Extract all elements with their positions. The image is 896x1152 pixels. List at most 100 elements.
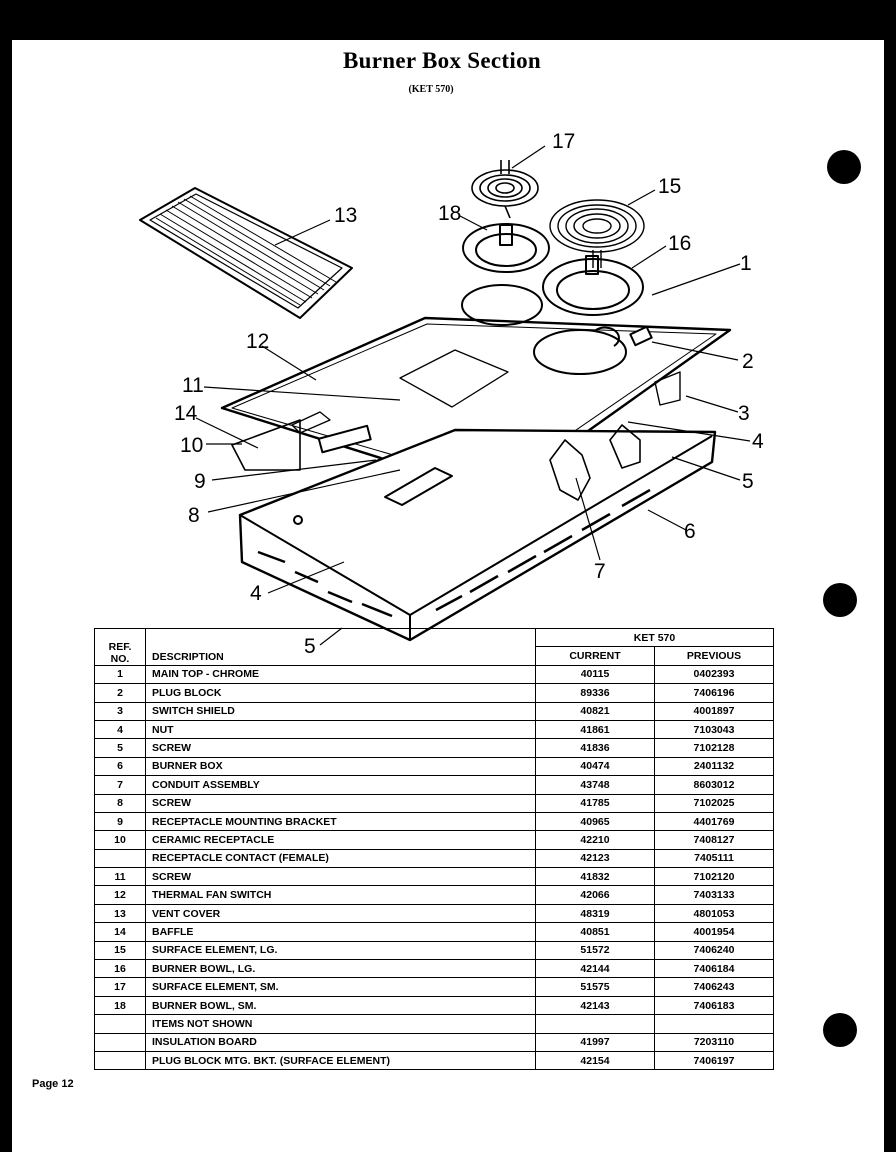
ref-cell (94, 1032, 146, 1052)
current-part-cell: 42210 (535, 830, 655, 850)
description-cell: PLUG BLOCK (145, 683, 536, 703)
description-cell: RECEPTACLE MOUNTING BRACKET (145, 811, 536, 832)
previous-part-cell: 4401769 (654, 811, 774, 832)
previous-part-cell: 4001954 (654, 922, 774, 942)
previous-part-cell (654, 1014, 774, 1034)
header-description: DESCRIPTION (145, 628, 536, 666)
callout-2: 2 (742, 350, 754, 373)
ref-cell: 1 (94, 664, 146, 685)
ref-cell: 9 (94, 811, 146, 832)
header-current: CURRENT (535, 646, 655, 666)
ref-cell: 17 (94, 977, 146, 997)
ref-cell: 18 (94, 995, 146, 1016)
exploded-parts-diagram: 17 15 13 18 16 1 12 2 11 3 14 4 10 5 9 8… (139, 130, 764, 658)
header-previous: PREVIOUS (654, 646, 774, 666)
table-row: ITEMS NOT SHOWN (94, 1014, 774, 1034)
current-part-cell: 40965 (535, 811, 655, 832)
previous-part-cell: 7203110 (654, 1032, 774, 1052)
callout-8: 8 (188, 504, 200, 527)
callout-9: 9 (194, 470, 206, 493)
description-cell: BURNER BOX (145, 756, 536, 777)
description-cell: SCREW (145, 793, 536, 813)
previous-part-cell: 2401132 (654, 756, 774, 777)
callout-7: 7 (594, 560, 606, 583)
callout-16: 16 (668, 232, 691, 255)
callout-12: 12 (246, 330, 269, 353)
callout-11: 11 (182, 374, 204, 397)
description-cell: PLUG BLOCK MTG. BKT. (SURFACE ELEMENT) (145, 1050, 536, 1071)
ref-cell: 7 (94, 775, 146, 795)
description-cell: BURNER BOWL, SM. (145, 995, 536, 1016)
burner-bowl-small-drawing (462, 223, 550, 273)
description-cell: SURFACE ELEMENT, LG. (145, 940, 536, 961)
description-cell: SCREW (145, 867, 536, 887)
ref-cell: 10 (94, 830, 146, 850)
description-cell: INSULATION BOARD (145, 1032, 536, 1052)
ref-cell: 8 (94, 793, 146, 813)
binder-hole-bottom (823, 1013, 857, 1047)
current-part-cell: 40851 (535, 922, 655, 942)
previous-part-cell: 7406197 (654, 1050, 774, 1071)
callout-5: 5 (742, 470, 754, 493)
page-number: Page 12 (32, 1078, 74, 1090)
callout-1: 1 (740, 252, 752, 275)
parts-table: REF.NO. DESCRIPTION KET 570 CURRENT PREV… (94, 627, 774, 1071)
callout-18: 18 (438, 202, 461, 225)
current-part-cell: 42143 (535, 995, 655, 1016)
description-cell: NUT (145, 719, 536, 740)
ref-cell: 16 (94, 959, 146, 979)
description-cell: BAFFLE (145, 922, 536, 942)
ref-cell: 13 (94, 903, 146, 924)
previous-part-cell: 7102120 (654, 867, 774, 887)
callout-6: 6 (684, 520, 696, 543)
previous-part-cell: 7408127 (654, 830, 774, 850)
current-part-cell: 42154 (535, 1050, 655, 1071)
description-cell: SCREW (145, 738, 536, 758)
callout-labels: 17 15 13 18 16 1 12 2 11 3 14 4 10 5 9 8… (174, 130, 764, 658)
header-ref-no: REF.NO. (94, 628, 146, 666)
current-part-cell: 42144 (535, 959, 655, 979)
description-cell: SURFACE ELEMENT, SM. (145, 977, 536, 997)
current-part-cell: 40115 (535, 664, 655, 685)
vent-cover-drawing (139, 187, 353, 319)
previous-part-cell: 4801053 (654, 903, 774, 924)
previous-part-cell: 7406240 (654, 940, 774, 961)
binder-hole-top (827, 150, 861, 184)
description-cell: CONDUIT ASSEMBLY (145, 775, 536, 795)
current-part-cell: 41836 (535, 738, 655, 758)
ref-cell (94, 1050, 146, 1071)
previous-part-cell: 7403133 (654, 885, 774, 905)
ref-cell: 4 (94, 719, 146, 740)
description-cell: BURNER BOWL, LG. (145, 959, 536, 979)
callout-4: 4 (752, 430, 764, 453)
description-cell: ITEMS NOT SHOWN (145, 1014, 536, 1034)
ref-cell: 12 (94, 885, 146, 905)
description-cell: SWITCH SHIELD (145, 701, 536, 721)
previous-part-cell: 7103043 (654, 719, 774, 740)
callout-3: 3 (738, 402, 750, 425)
ref-cell: 3 (94, 701, 146, 721)
ref-cell: 15 (94, 940, 146, 961)
surface-element-large-drawing (549, 199, 645, 268)
current-part-cell (535, 1014, 655, 1034)
current-part-cell: 89336 (535, 683, 655, 703)
page-title: Burner Box Section (343, 48, 541, 73)
burner-box-drawing (238, 428, 717, 642)
previous-part-cell: 7405111 (654, 848, 774, 869)
description-cell: MAIN TOP - CHROME (145, 664, 536, 685)
previous-part-cell: 7406196 (654, 683, 774, 703)
